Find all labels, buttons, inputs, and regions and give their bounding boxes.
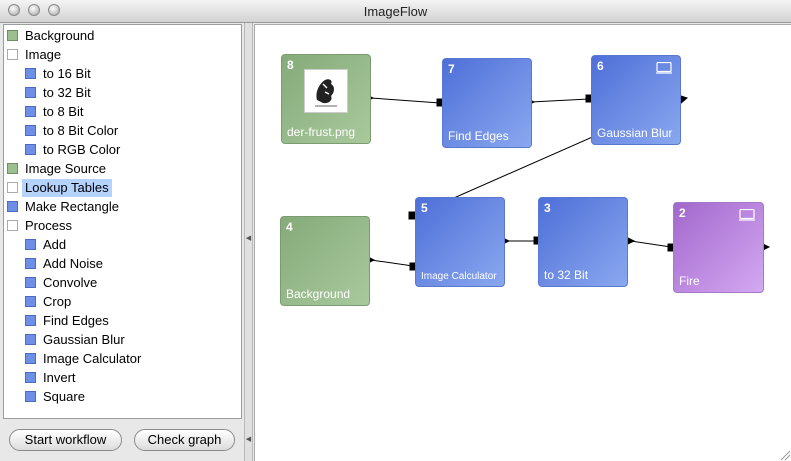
- tree-item-label: Square: [43, 389, 85, 404]
- collapse-left-arrow-bottom-icon[interactable]: ◀: [245, 436, 252, 443]
- node-type-swatch-icon: [25, 239, 36, 250]
- node-type-swatch-icon: [25, 68, 36, 79]
- node-5[interactable]: 5 Image Calculator: [415, 197, 505, 287]
- node-number: 7: [448, 62, 455, 76]
- tree-item-label: Invert: [43, 370, 76, 385]
- minimize-window-button[interactable]: [28, 4, 40, 16]
- tree-item-label: Background: [25, 28, 95, 43]
- tree-item-label: Crop: [43, 294, 72, 309]
- node-label: Fire: [679, 274, 700, 288]
- node-2[interactable]: 2 Fire: [673, 202, 764, 293]
- tree-item-label: to 8 Bit Color: [43, 123, 119, 138]
- tree-item-label: Make Rectangle: [25, 199, 119, 214]
- node-type-swatch-icon: [25, 144, 36, 155]
- tree-item-label: to 16 Bit: [43, 66, 91, 81]
- node-type-swatch-icon: [25, 106, 36, 117]
- tree-item-label: Process: [25, 218, 72, 233]
- node-type-swatch-icon: [7, 201, 18, 212]
- node-label: Background: [286, 287, 351, 301]
- node-type-swatch-icon: [25, 258, 36, 269]
- node-label: Image Calculator: [421, 271, 497, 282]
- tree-item-label: to RGB Color: [43, 142, 121, 157]
- node-7[interactable]: 7 Find Edges: [442, 58, 532, 148]
- tree-item-label: Find Edges: [43, 313, 109, 328]
- node-4[interactable]: 4 Background: [280, 216, 370, 306]
- node-6[interactable]: 6 Gaussian Blur: [591, 55, 681, 145]
- connection-8-to-7: [370, 97, 441, 104]
- node-number: 5: [421, 201, 428, 215]
- display-monitor-icon[interactable]: [739, 209, 755, 221]
- tree-item-label: Image Calculator: [43, 351, 142, 366]
- node-8[interactable]: 8 der-frust.png: [281, 54, 371, 144]
- node-number: 2: [679, 206, 686, 220]
- display-monitor-icon[interactable]: [656, 62, 672, 74]
- split-pane-divider[interactable]: ◀ ◀: [244, 23, 253, 461]
- tree-item-label: Add Noise: [43, 256, 103, 271]
- close-window-button[interactable]: [8, 4, 20, 16]
- workflow-canvas[interactable]: 8 der-frust.png 7 Find Edges 6 Gaussian …: [254, 24, 791, 461]
- node-number: 3: [544, 201, 551, 215]
- node-type-swatch-icon: [25, 315, 36, 326]
- node-label: der-frust.png: [287, 125, 356, 139]
- node-type-swatch-icon: [7, 49, 18, 60]
- tree-item-label: Convolve: [43, 275, 98, 290]
- image-thumbnail: [304, 69, 348, 113]
- node-type-swatch-icon: [7, 182, 18, 193]
- node-3[interactable]: 3 to 32 Bit: [538, 197, 628, 287]
- zoom-window-button[interactable]: [48, 4, 60, 16]
- check-graph-button[interactable]: Check graph: [134, 429, 235, 451]
- node-label: Find Edges: [448, 129, 509, 143]
- node-type-swatch-icon: [25, 296, 36, 307]
- node-type-swatch-icon: [25, 391, 36, 402]
- node-type-swatch-icon: [25, 372, 36, 383]
- tree-item-label: to 32 Bit: [43, 85, 91, 100]
- connection-7-to-6: [530, 98, 590, 103]
- tree-item-label: Image Source: [25, 161, 106, 176]
- resize-grip-icon[interactable]: [779, 449, 791, 461]
- node-type-swatch-icon: [7, 220, 18, 231]
- window-title: ImageFlow: [363, 4, 428, 19]
- node-number: 4: [286, 220, 293, 234]
- tree-item-label: to 8 Bit: [43, 104, 84, 119]
- node-label: Gaussian Blur: [597, 126, 673, 140]
- connection-3-to-2: [630, 240, 672, 248]
- node-type-swatch-icon: [25, 334, 36, 345]
- node-type-swatch-icon: [25, 125, 36, 136]
- node-type-swatch-icon: [7, 30, 18, 41]
- node-label: to 32 Bit: [544, 268, 589, 282]
- node-number: 8: [287, 58, 294, 72]
- collapse-left-arrow-icon[interactable]: ◀: [245, 235, 252, 242]
- node-number: 6: [597, 59, 604, 73]
- node-type-swatch-icon: [25, 87, 36, 98]
- node-type-swatch-icon: [7, 163, 18, 174]
- connection-4-to-5: [370, 259, 414, 267]
- tree-item-label: Gaussian Blur: [43, 332, 125, 347]
- title-bar: ImageFlow: [0, 0, 791, 23]
- tree-item-label: Add: [43, 237, 67, 252]
- node-type-swatch-icon: [25, 353, 36, 364]
- tree-item-label: Lookup Tables: [22, 179, 112, 197]
- start-workflow-button[interactable]: Start workflow: [9, 429, 122, 451]
- node-type-swatch-icon: [25, 277, 36, 288]
- tree-item-label: Image: [25, 47, 62, 62]
